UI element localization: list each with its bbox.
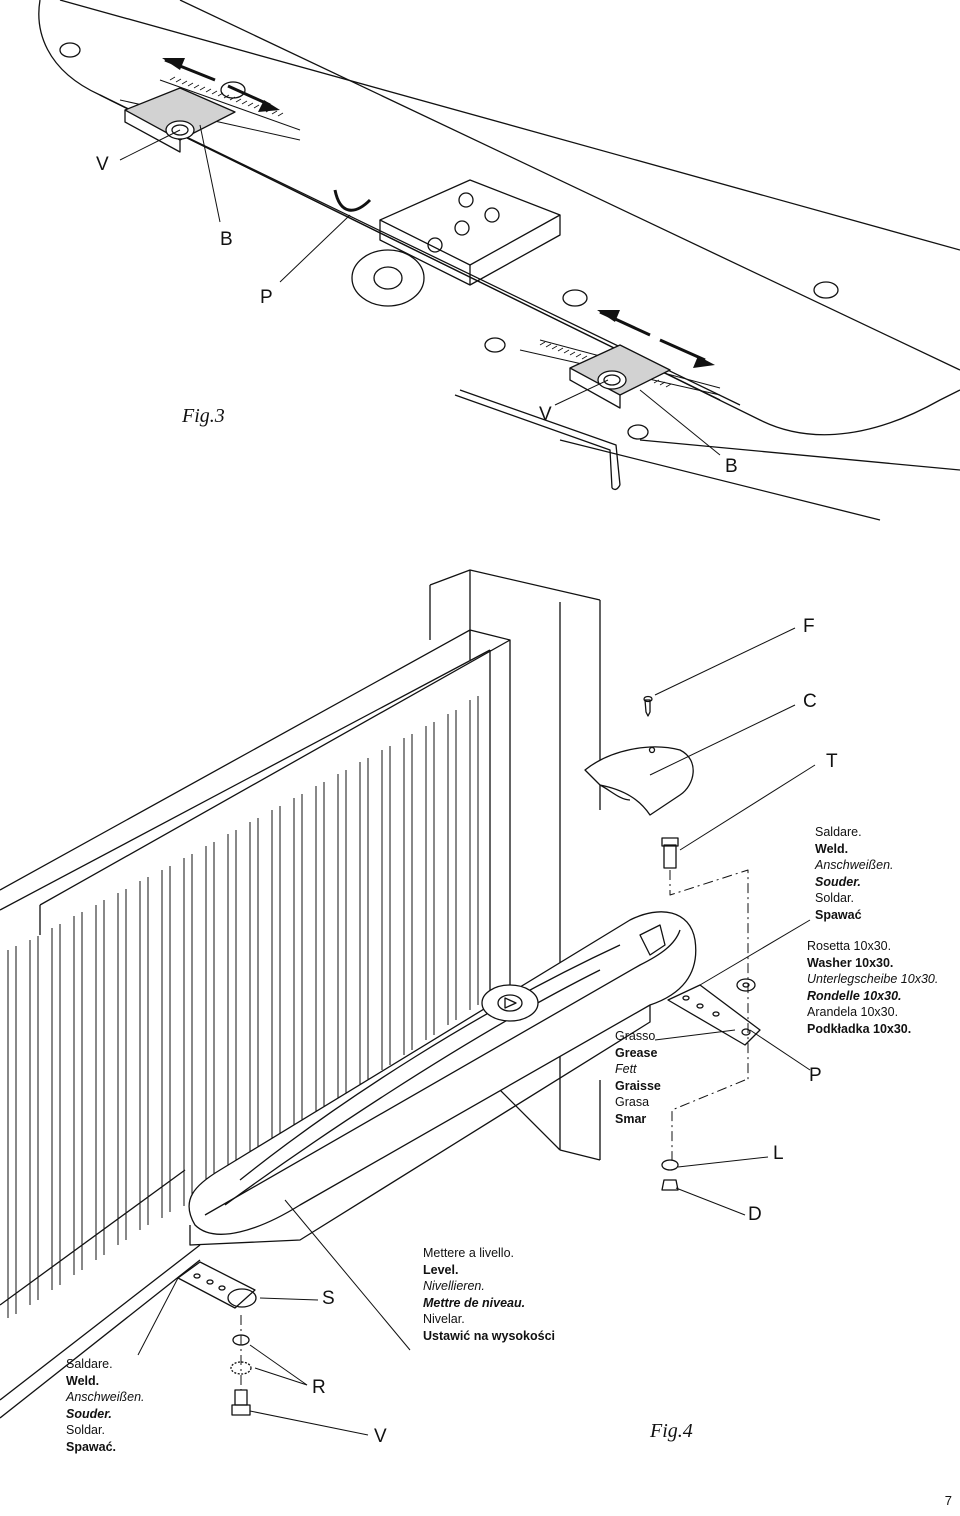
weld-bottom-de: Anschweißen.: [66, 1390, 145, 1404]
grease-es: Grasa: [615, 1095, 650, 1109]
level-fr: Mettre de niveau.: [423, 1295, 526, 1310]
label-c: C: [803, 691, 817, 712]
washer-en: Washer 10x30.: [807, 955, 894, 970]
fig4-operator-body: [188, 911, 697, 1246]
weld-bottom-fr: Souder.: [66, 1406, 112, 1421]
fig4-washer-l: [661, 1159, 679, 1171]
washer-note: Rosetta 10x30. Washer 10x30. Unterlegsch…: [807, 938, 938, 1037]
level-en: Level.: [423, 1262, 459, 1277]
weld-bottom-es: Soldar.: [66, 1423, 105, 1437]
fig3-rack: [119, 79, 721, 396]
weld-top-en: Weld.: [815, 841, 849, 856]
weld-top-fr: Souder.: [815, 874, 861, 889]
grease-de: Fett: [615, 1062, 637, 1076]
fig4-bottom-plate-s: [177, 1261, 257, 1309]
label-v-top: V: [96, 154, 109, 175]
label-b-bottom: B: [725, 456, 738, 477]
weld-top-it: Saldare.: [815, 825, 862, 839]
label-f: F: [803, 616, 815, 637]
label-p-fig3: P: [260, 287, 273, 308]
label-t: T: [826, 751, 838, 772]
washer-fr: Rondelle 10x30.: [807, 988, 902, 1003]
weld-top-de: Anschweißen.: [815, 858, 894, 872]
grease-fr: Graisse: [615, 1078, 661, 1093]
weld-bottom-en: Weld.: [66, 1373, 100, 1388]
label-d: D: [748, 1204, 762, 1225]
label-v-fig4: V: [374, 1426, 387, 1447]
fig3-stop-block-bottom: [569, 344, 671, 409]
washer-es: Arandela 10x30.: [807, 1005, 899, 1019]
fig4-cover-c: [584, 746, 694, 816]
fig4-caption: Fig.4: [650, 1420, 693, 1442]
label-r: R: [312, 1377, 326, 1398]
fig3-hex-key: [454, 389, 621, 491]
grease-note: Grasso Grease Fett Graisse Grasa Smar: [615, 1028, 661, 1127]
weld-bottom-pl: Spawać.: [66, 1439, 117, 1454]
weld-top-es: Soldar.: [815, 891, 854, 905]
fig4-leaders: [137, 627, 816, 1436]
level-it: Mettere a livello.: [423, 1246, 515, 1260]
washer-it: Rosetta 10x30.: [807, 939, 892, 953]
level-de: Nivellieren.: [423, 1279, 485, 1293]
fig3-caption: Fig.3: [182, 405, 225, 427]
fig4-bolt-t: [661, 837, 679, 869]
fig3-stop-block-top: [124, 87, 236, 153]
level-note: Mettere a livello. Level. Nivellieren. M…: [423, 1245, 555, 1344]
washer-de: Unterlegscheibe 10x30.: [807, 972, 939, 986]
fig4-gate-pickets: [7, 696, 479, 1318]
page-number: 7: [944, 1493, 952, 1508]
label-b-top: B: [220, 229, 233, 250]
fig3-operator-housing: [38, 0, 960, 521]
level-pl: Ustawić na wysokości: [423, 1328, 556, 1343]
fig4-plate-p: [667, 984, 761, 1046]
weld-top-pl: Spawać: [815, 907, 862, 922]
grease-en: Grease: [615, 1045, 658, 1060]
weld-note-top: Saldare. Weld. Anschweißen. Souder. Sold…: [815, 824, 894, 923]
grease-pl: Smar: [615, 1111, 647, 1126]
fig4-washer-r2: [230, 1361, 252, 1375]
fig3-arm-bracket: [333, 179, 561, 307]
label-l: L: [773, 1143, 784, 1164]
fig4-washer: [736, 978, 756, 992]
fig4-nut-d: [661, 1179, 679, 1191]
washer-pl: Podkładka 10x30.: [807, 1021, 912, 1036]
label-p-fig4: P: [809, 1065, 822, 1086]
level-es: Nivelar.: [423, 1312, 465, 1326]
fig4-pillar: [429, 569, 601, 1161]
fig3-leaders: [119, 124, 721, 456]
fig4-bolt-v: [231, 1389, 251, 1416]
weld-bottom-it: Saldare.: [66, 1357, 113, 1371]
fig4-screw-f: [643, 695, 653, 717]
label-v-bottom: V: [539, 404, 552, 425]
grease-it: Grasso: [615, 1029, 656, 1043]
weld-note-bottom: Saldare. Weld. Anschweißen. Souder. Sold…: [66, 1356, 145, 1455]
label-s: S: [322, 1288, 335, 1309]
